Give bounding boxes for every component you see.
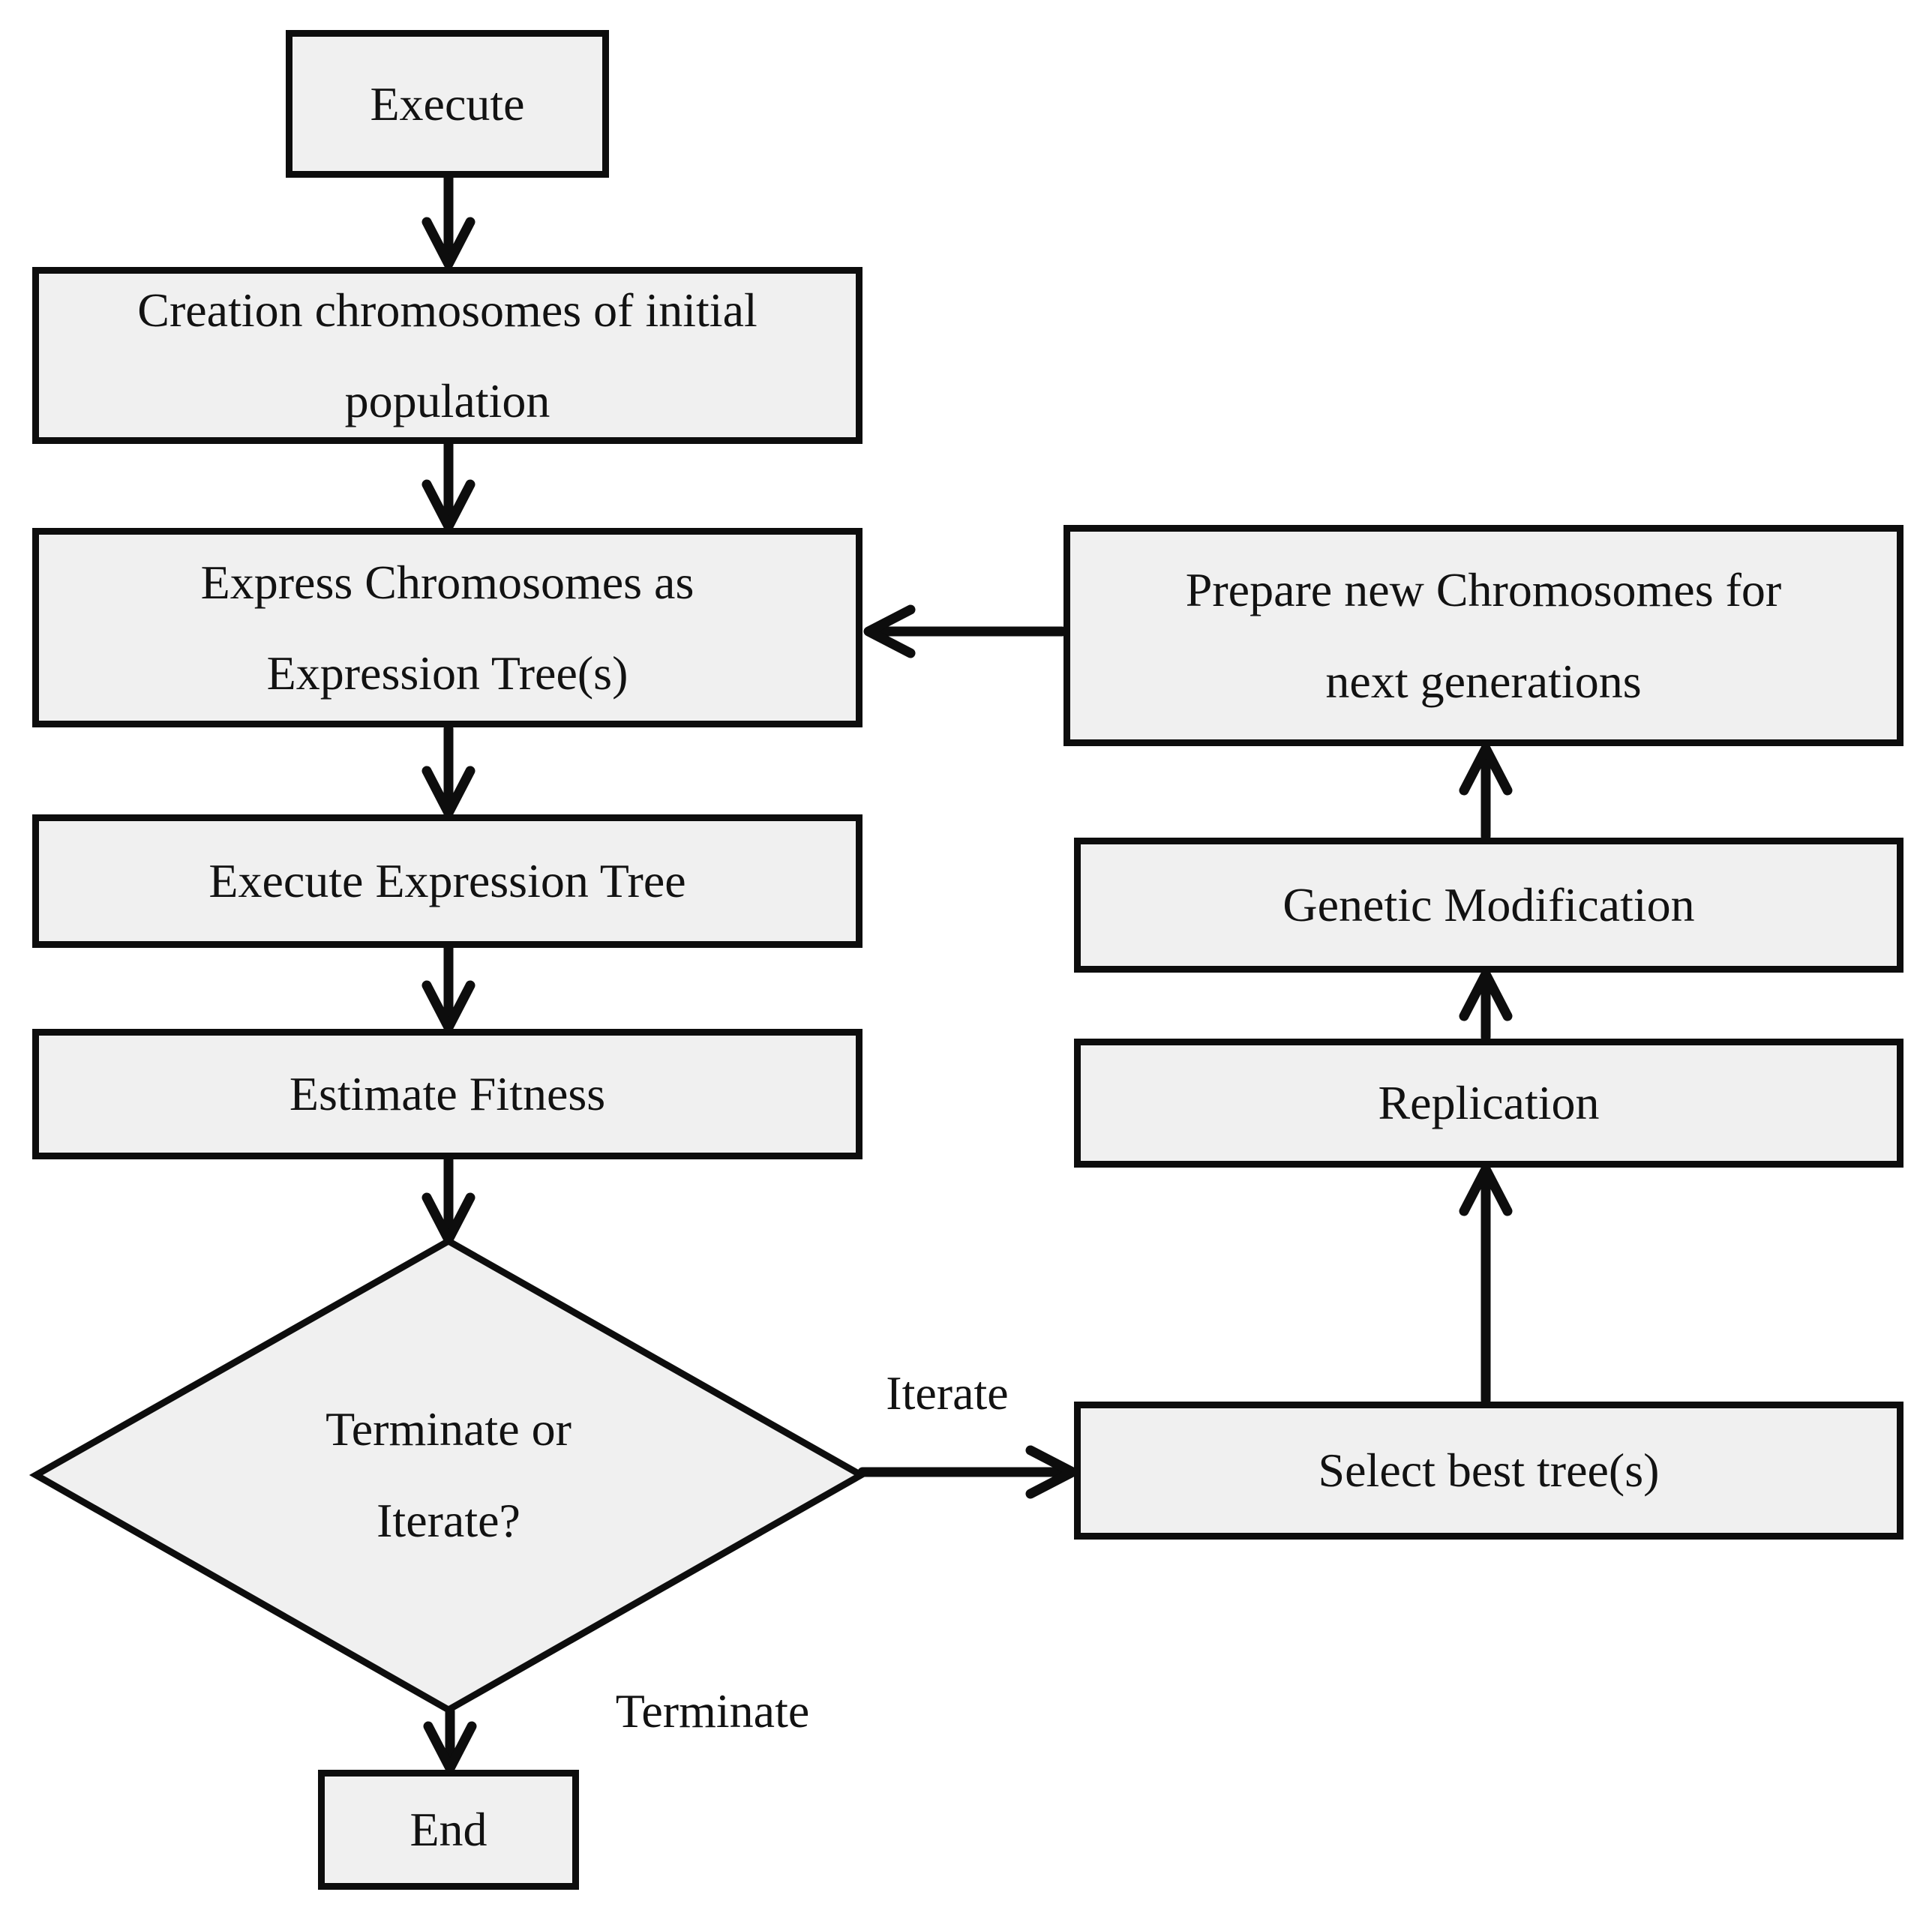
node-genetic-modification-label: Genetic Modification xyxy=(1282,878,1695,932)
node-replication: Replication xyxy=(1074,1039,1904,1168)
arrow-replication-to-genetic-modification xyxy=(1459,969,1513,1042)
arrow-select-to-replication xyxy=(1459,1164,1513,1405)
node-express-chromosomes: Express Chromosomes as Expression Tree(s… xyxy=(32,528,862,727)
edge-label-terminate-text: Terminate xyxy=(615,1684,810,1738)
node-creation-line-1: Creation chromosomes of initial xyxy=(137,283,758,337)
node-express-line-1: Express Chromosomes as xyxy=(200,555,694,609)
node-execute-tree-label: Execute Expression Tree xyxy=(208,854,686,908)
arrow-creation-to-express xyxy=(422,439,476,532)
node-prepare-new-chromosomes: Prepare new Chromosomes for next generat… xyxy=(1064,525,1904,746)
node-estimate-fitness-label: Estimate Fitness xyxy=(289,1067,606,1121)
edge-label-terminate: Terminate xyxy=(596,1687,829,1735)
arrow-estimate-to-decision xyxy=(422,1155,476,1245)
arrow-decision-to-select xyxy=(857,1445,1078,1499)
node-execute-label: Execute xyxy=(370,76,525,130)
arrow-decision-to-end xyxy=(423,1706,477,1774)
node-prepare-line-1: Prepare new Chromosomes for xyxy=(1185,563,1782,617)
arrow-prepare-to-express xyxy=(863,604,1067,658)
node-creation-line-2: population xyxy=(344,374,550,427)
arrow-execute-tree-to-estimate xyxy=(422,943,476,1033)
arrow-express-to-execute-tree xyxy=(422,724,476,818)
node-select-best-label: Select best tree(s) xyxy=(1318,1444,1660,1498)
edge-label-iterate-text: Iterate xyxy=(886,1366,1009,1420)
arrow-genetic-modification-to-prepare xyxy=(1459,743,1513,841)
node-execute-expression-tree: Execute Expression Tree xyxy=(32,814,862,948)
node-decision-terminate-or-iterate: Terminate or Iterate? xyxy=(148,1405,748,1545)
node-end: End xyxy=(318,1770,579,1890)
node-decision-line-2: Iterate? xyxy=(376,1494,520,1547)
node-creation-initial-population: Creation chromosomes of initial populati… xyxy=(32,267,862,444)
node-select-best-trees: Select best tree(s) xyxy=(1074,1402,1904,1540)
node-estimate-fitness: Estimate Fitness xyxy=(32,1029,862,1159)
node-end-label: End xyxy=(410,1803,488,1857)
arrow-execute-to-creation xyxy=(422,172,476,269)
node-execute: Execute xyxy=(286,30,609,178)
edge-label-iterate: Iterate xyxy=(861,1369,1034,1417)
node-prepare-line-2: next generations xyxy=(1325,654,1642,708)
node-express-line-2: Expression Tree(s) xyxy=(266,646,628,700)
node-replication-label: Replication xyxy=(1378,1076,1600,1130)
node-genetic-modification: Genetic Modification xyxy=(1074,838,1904,973)
node-decision-line-1: Terminate or xyxy=(326,1402,572,1456)
